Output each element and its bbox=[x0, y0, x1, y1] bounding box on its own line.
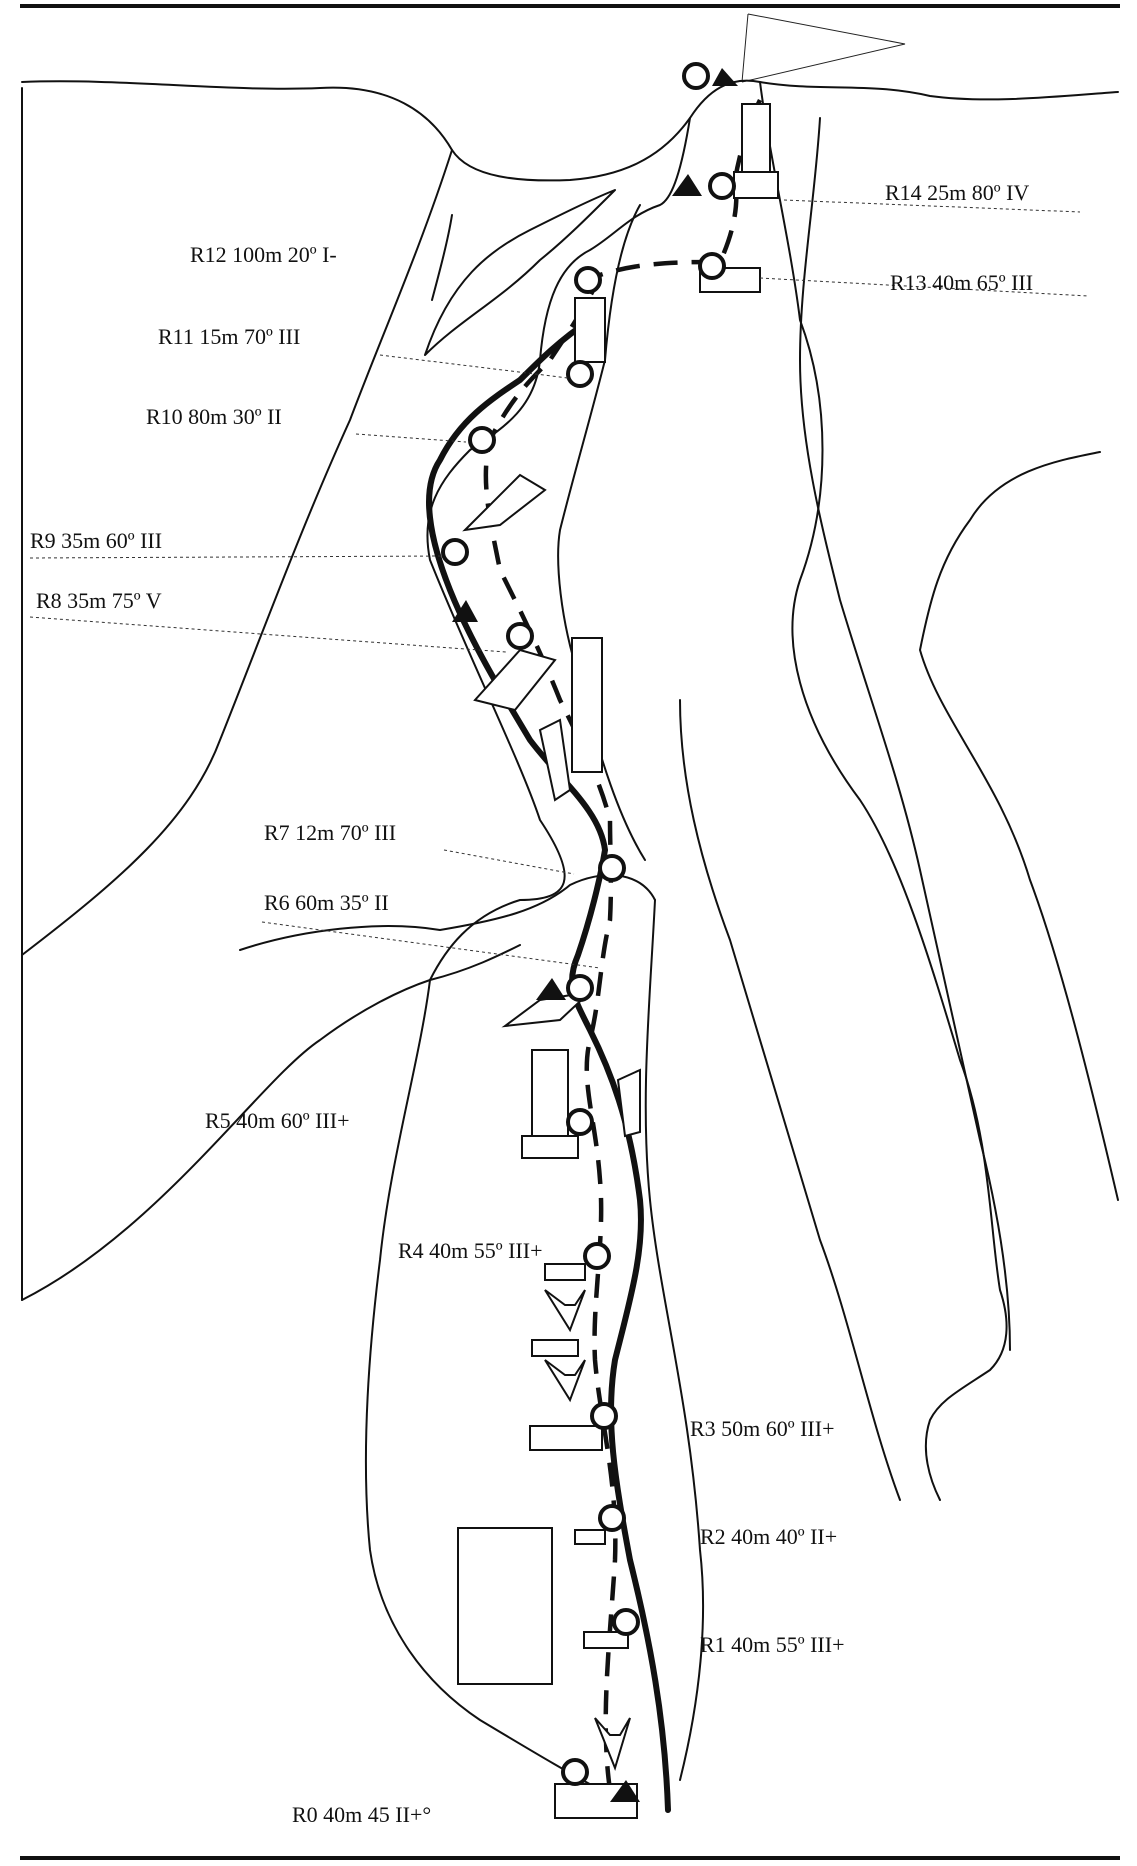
label-r0: R0 40m 45 II+° bbox=[292, 1802, 431, 1827]
anchor-r6 bbox=[536, 978, 566, 1000]
belay-stations bbox=[441, 62, 736, 1786]
label-r13: R13 40m 65º III bbox=[890, 270, 1033, 295]
anchor-triangles bbox=[452, 68, 738, 1802]
anchor-summit bbox=[712, 68, 738, 86]
flake-r8 bbox=[473, 648, 557, 712]
label-r7: R7 12m 70º III bbox=[264, 820, 396, 845]
left-wall-lower bbox=[364, 979, 621, 1801]
label-r3: R3 50m 60º III+ bbox=[690, 1416, 835, 1441]
leader-r8 bbox=[29, 616, 507, 653]
leader-r13 bbox=[759, 277, 1089, 297]
ledge-small-r5 bbox=[531, 1049, 569, 1137]
label-r12: R12 100m 20º I- bbox=[190, 242, 337, 267]
flake-r9 bbox=[462, 473, 547, 532]
upper-spur bbox=[424, 189, 616, 356]
ledge-r4 bbox=[544, 1263, 586, 1281]
summit-flag-pole bbox=[741, 13, 749, 83]
chevron-r4a bbox=[544, 1289, 586, 1333]
upper-spur-crack bbox=[431, 214, 453, 301]
ledge-r3 bbox=[529, 1425, 603, 1451]
leader-r9 bbox=[29, 555, 445, 559]
belay-r10 bbox=[566, 360, 594, 388]
ledge-r1 bbox=[583, 1631, 629, 1649]
label-r4: R4 40m 55º III+ bbox=[398, 1238, 543, 1263]
belay-r11 bbox=[574, 266, 602, 294]
label-r11: R11 15m 70º III bbox=[158, 324, 300, 349]
leader-r11 bbox=[379, 354, 569, 379]
leader-r7 bbox=[443, 849, 575, 875]
label-r1: R1 40m 55º III+ bbox=[700, 1632, 845, 1657]
left-face-outline bbox=[21, 87, 453, 1301]
gully-left-wall bbox=[426, 117, 691, 981]
pillar-r8 bbox=[571, 637, 603, 773]
main-route-line bbox=[426, 317, 671, 1813]
label-r6: R6 60m 35º II bbox=[264, 890, 389, 915]
anchor-r0 bbox=[610, 1780, 640, 1802]
right-edge-face bbox=[919, 451, 1119, 1201]
belay-r14 bbox=[682, 62, 710, 90]
ridge-line-top bbox=[21, 79, 1119, 182]
left-lower-rock bbox=[21, 944, 521, 1301]
chevron-r4b bbox=[544, 1359, 586, 1403]
leader-lines bbox=[29, 199, 1089, 969]
belay-r8 bbox=[441, 538, 469, 566]
leader-r10 bbox=[355, 433, 467, 443]
pillar-r14 bbox=[741, 103, 771, 173]
belay-r2 bbox=[590, 1402, 618, 1430]
belay-start bbox=[561, 1758, 589, 1786]
leader-r6 bbox=[261, 921, 601, 969]
label-r14: R14 25m 80º IV bbox=[885, 180, 1029, 205]
belay-r4 bbox=[566, 1108, 594, 1136]
belay-r7 bbox=[506, 622, 534, 650]
flake-r5 bbox=[616, 1068, 641, 1138]
right-slab-outer bbox=[759, 81, 1008, 1501]
flake-r7 bbox=[538, 718, 572, 802]
anchor-r8 bbox=[452, 600, 478, 622]
label-r5: R5 40m 60º III+ bbox=[205, 1108, 350, 1133]
belay-r9 bbox=[468, 426, 496, 454]
label-r8: R8 35m 75º V bbox=[36, 588, 162, 613]
summit-flag-outline bbox=[741, 13, 906, 83]
belay-r5 bbox=[566, 974, 594, 1002]
ledge-large-box bbox=[457, 1527, 553, 1685]
belay-r6 bbox=[598, 854, 626, 882]
far-right-couloir bbox=[679, 699, 901, 1501]
belay-r0 bbox=[612, 1608, 640, 1636]
label-r10: R10 80m 30º II bbox=[146, 404, 282, 429]
right-slab-inner bbox=[799, 117, 1011, 1351]
chevron-r0 bbox=[594, 1717, 631, 1772]
ledge-r4b bbox=[531, 1339, 579, 1357]
belay-r12 bbox=[698, 252, 726, 280]
leader-r14 bbox=[783, 199, 1081, 213]
label-r2: R2 40m 40º II+ bbox=[700, 1524, 837, 1549]
belay-r13 bbox=[708, 172, 736, 200]
pillar-r11 bbox=[574, 297, 606, 363]
ledge-r14 bbox=[733, 171, 779, 199]
ledge-r2 bbox=[574, 1529, 606, 1545]
belay-r1 bbox=[598, 1504, 626, 1532]
belay-r3 bbox=[583, 1242, 611, 1270]
anchor-r14 bbox=[672, 174, 702, 196]
right-wall-lower bbox=[644, 899, 705, 1781]
label-r9: R9 35m 60º III bbox=[30, 528, 162, 553]
ledge-r5-base bbox=[521, 1135, 579, 1159]
